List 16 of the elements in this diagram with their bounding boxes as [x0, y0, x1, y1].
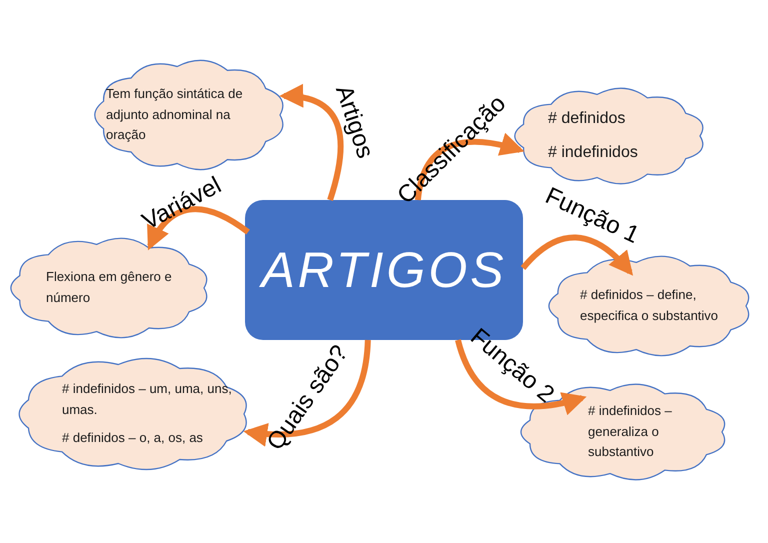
curved-arrow — [414, 133, 524, 200]
edge-label: Artigos — [331, 82, 378, 162]
cloud-text: Tem função sintática de adjunto adnominal na oração — [106, 84, 244, 144]
cloud-text: # indefinidos — [548, 143, 639, 163]
curved-arrow — [279, 84, 344, 201]
cloud-text: # definidos – o, a, os, as — [62, 429, 204, 448]
curved-arrow — [243, 340, 371, 446]
cloud-text: # indefinidos – generaliza o substantivo — [588, 402, 673, 462]
topic-title: ARTIGOS — [261, 240, 507, 300]
cloud-text: # definidos – define, especifica o substantivo — [580, 286, 720, 325]
cloud-text: Flexiona em gênero e número — [46, 268, 173, 307]
curved-arrow — [520, 234, 634, 276]
cloud-text: # definidos — [548, 109, 626, 130]
curved-arrow — [455, 339, 587, 415]
cloud-text: # indefinidos – um, uma, uns, umas. — [62, 380, 233, 419]
curved-arrow — [147, 206, 250, 250]
